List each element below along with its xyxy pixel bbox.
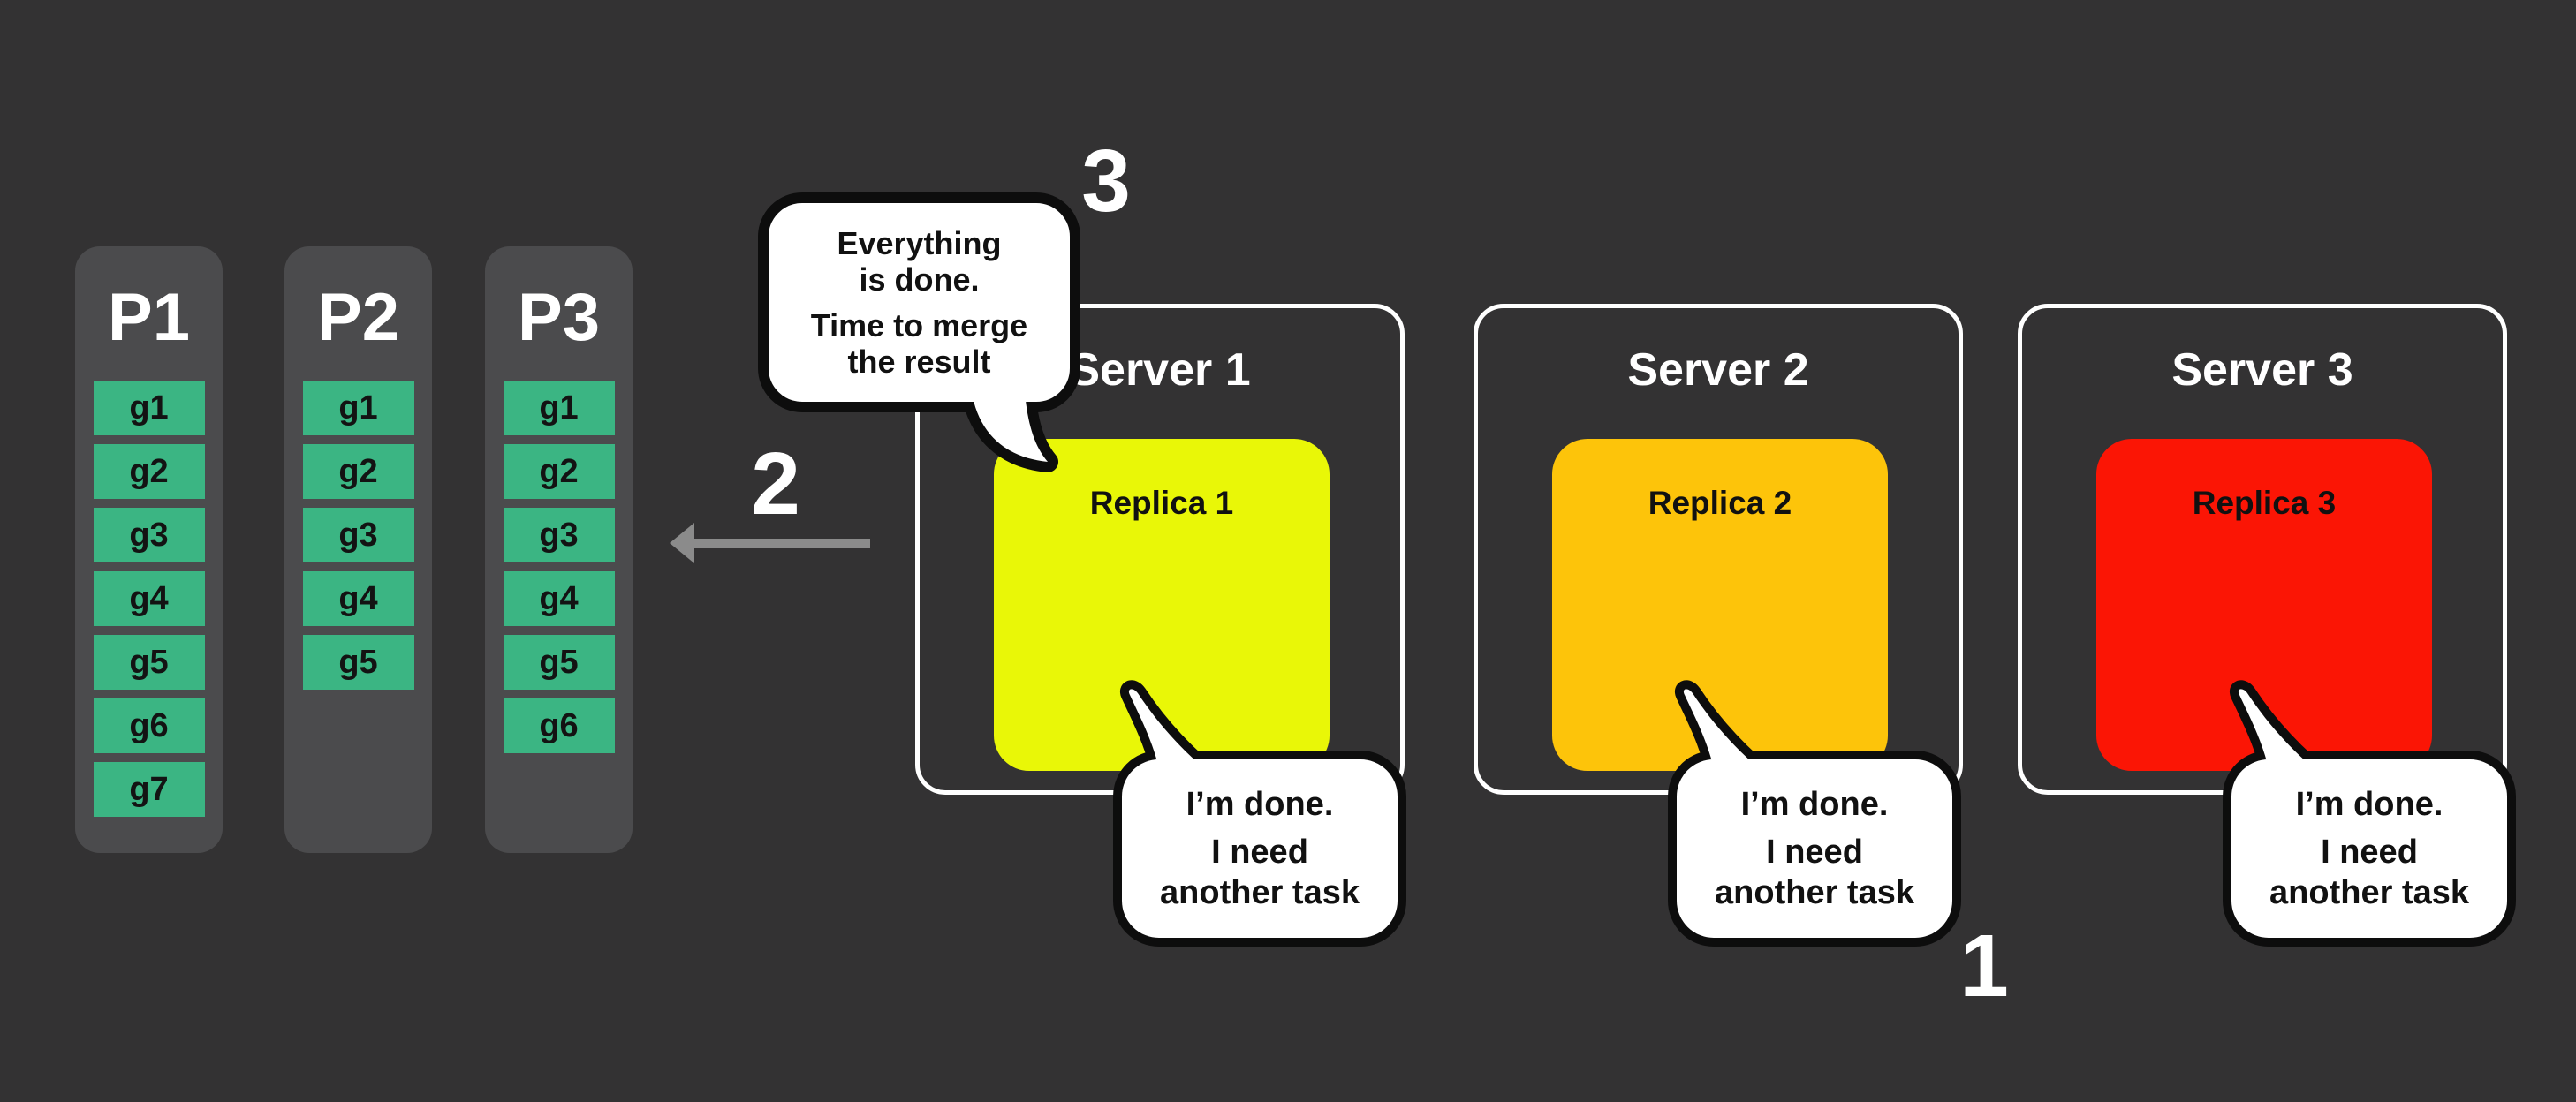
partition-cell: g1 (93, 381, 205, 435)
bubble-line: another task (1160, 874, 1360, 911)
server-title: Server 3 (2171, 344, 2353, 396)
bubble-line: I need (2321, 834, 2418, 871)
step-2-label: 2 (751, 434, 800, 533)
bubble-line: Everything (837, 225, 1002, 261)
partition-cell: g6 (503, 698, 615, 753)
replica-label: Replica 1 (1089, 485, 1234, 521)
bubble-line: I need (1211, 834, 1308, 871)
bubble-line: I’m done. (1740, 786, 1889, 823)
partition-p1: P1 g1 g2 g3 g4 g5 g6 g7 (75, 246, 223, 853)
partition-title: P1 (108, 280, 190, 355)
done-bubble-text: I’m done. I need another task (1677, 759, 1952, 938)
server-title: Server 2 (1627, 344, 1809, 396)
merge-arrow-left-icon (670, 523, 870, 563)
replica-label: Replica 3 (2192, 485, 2337, 521)
bubble-line: the result (847, 343, 991, 380)
partition-cell: g1 (302, 381, 414, 435)
partition-cell: g4 (93, 571, 205, 626)
bubble-tail-icon (970, 378, 1048, 462)
partition-cell: g3 (503, 508, 615, 562)
partition-cell: g3 (302, 508, 414, 562)
bubble-line: another task (2269, 874, 2469, 911)
done-bubble-text: I’m done. I need another task (1122, 759, 1398, 938)
partition-cell: g2 (93, 444, 205, 499)
partition-p2: P2 g1 g2 g3 g4 g5 (284, 246, 432, 853)
partition-cell: g6 (93, 698, 205, 753)
partition-cell: g4 (503, 571, 615, 626)
partition-cell: g5 (503, 635, 615, 690)
done-bubble-text: I’m done. I need another task (2231, 759, 2507, 938)
partition-cell: g2 (503, 444, 615, 499)
partition-cell: g4 (302, 571, 414, 626)
server-title: Server 1 (1069, 344, 1251, 396)
replica-1: Replica 1 (994, 439, 1330, 771)
merge-speech-bubble: Everything is done. Time to merge the re… (758, 192, 1080, 472)
bubble-line: another task (1715, 874, 1914, 911)
bubble-box (758, 192, 1080, 412)
server-2-speech-bubble: I’m done. I need another task (1668, 680, 1961, 947)
bubble-line: I need (1766, 834, 1863, 871)
bubble-line: I’m done. (1186, 786, 1334, 823)
partition-p3: P3 g1 g2 g3 g4 g5 g6 (485, 246, 633, 853)
replica-label: Replica 2 (1648, 485, 1792, 521)
bubble-tail-icon (2238, 689, 2328, 783)
partition-title: P3 (518, 280, 600, 355)
server-1-speech-bubble: I’m done. I need another task (1113, 680, 1406, 947)
step-3-label: 3 (1081, 132, 1131, 230)
partition-cell: g3 (93, 508, 205, 562)
replica-2: Replica 2 (1552, 439, 1888, 771)
partition-cell: g1 (503, 381, 615, 435)
merge-bubble-text: Everything is done. Time to merge the re… (767, 201, 1072, 404)
bubble-line: I’m done. (2295, 786, 2443, 823)
partition-cell: g7 (93, 762, 205, 817)
partition-cell: g5 (302, 635, 414, 690)
bubble-line: Time to merge (810, 307, 1028, 343)
bubble-tail-icon (1128, 689, 1218, 783)
partition-cell: g2 (302, 444, 414, 499)
partition-cell: g5 (93, 635, 205, 690)
bubble-tail-icon (1683, 689, 1773, 783)
step-1-label: 1 (1959, 917, 2009, 1015)
bubble-line: is done. (859, 261, 980, 298)
partition-title: P2 (317, 280, 399, 355)
server-3-speech-bubble: I’m done. I need another task (2223, 680, 2516, 947)
